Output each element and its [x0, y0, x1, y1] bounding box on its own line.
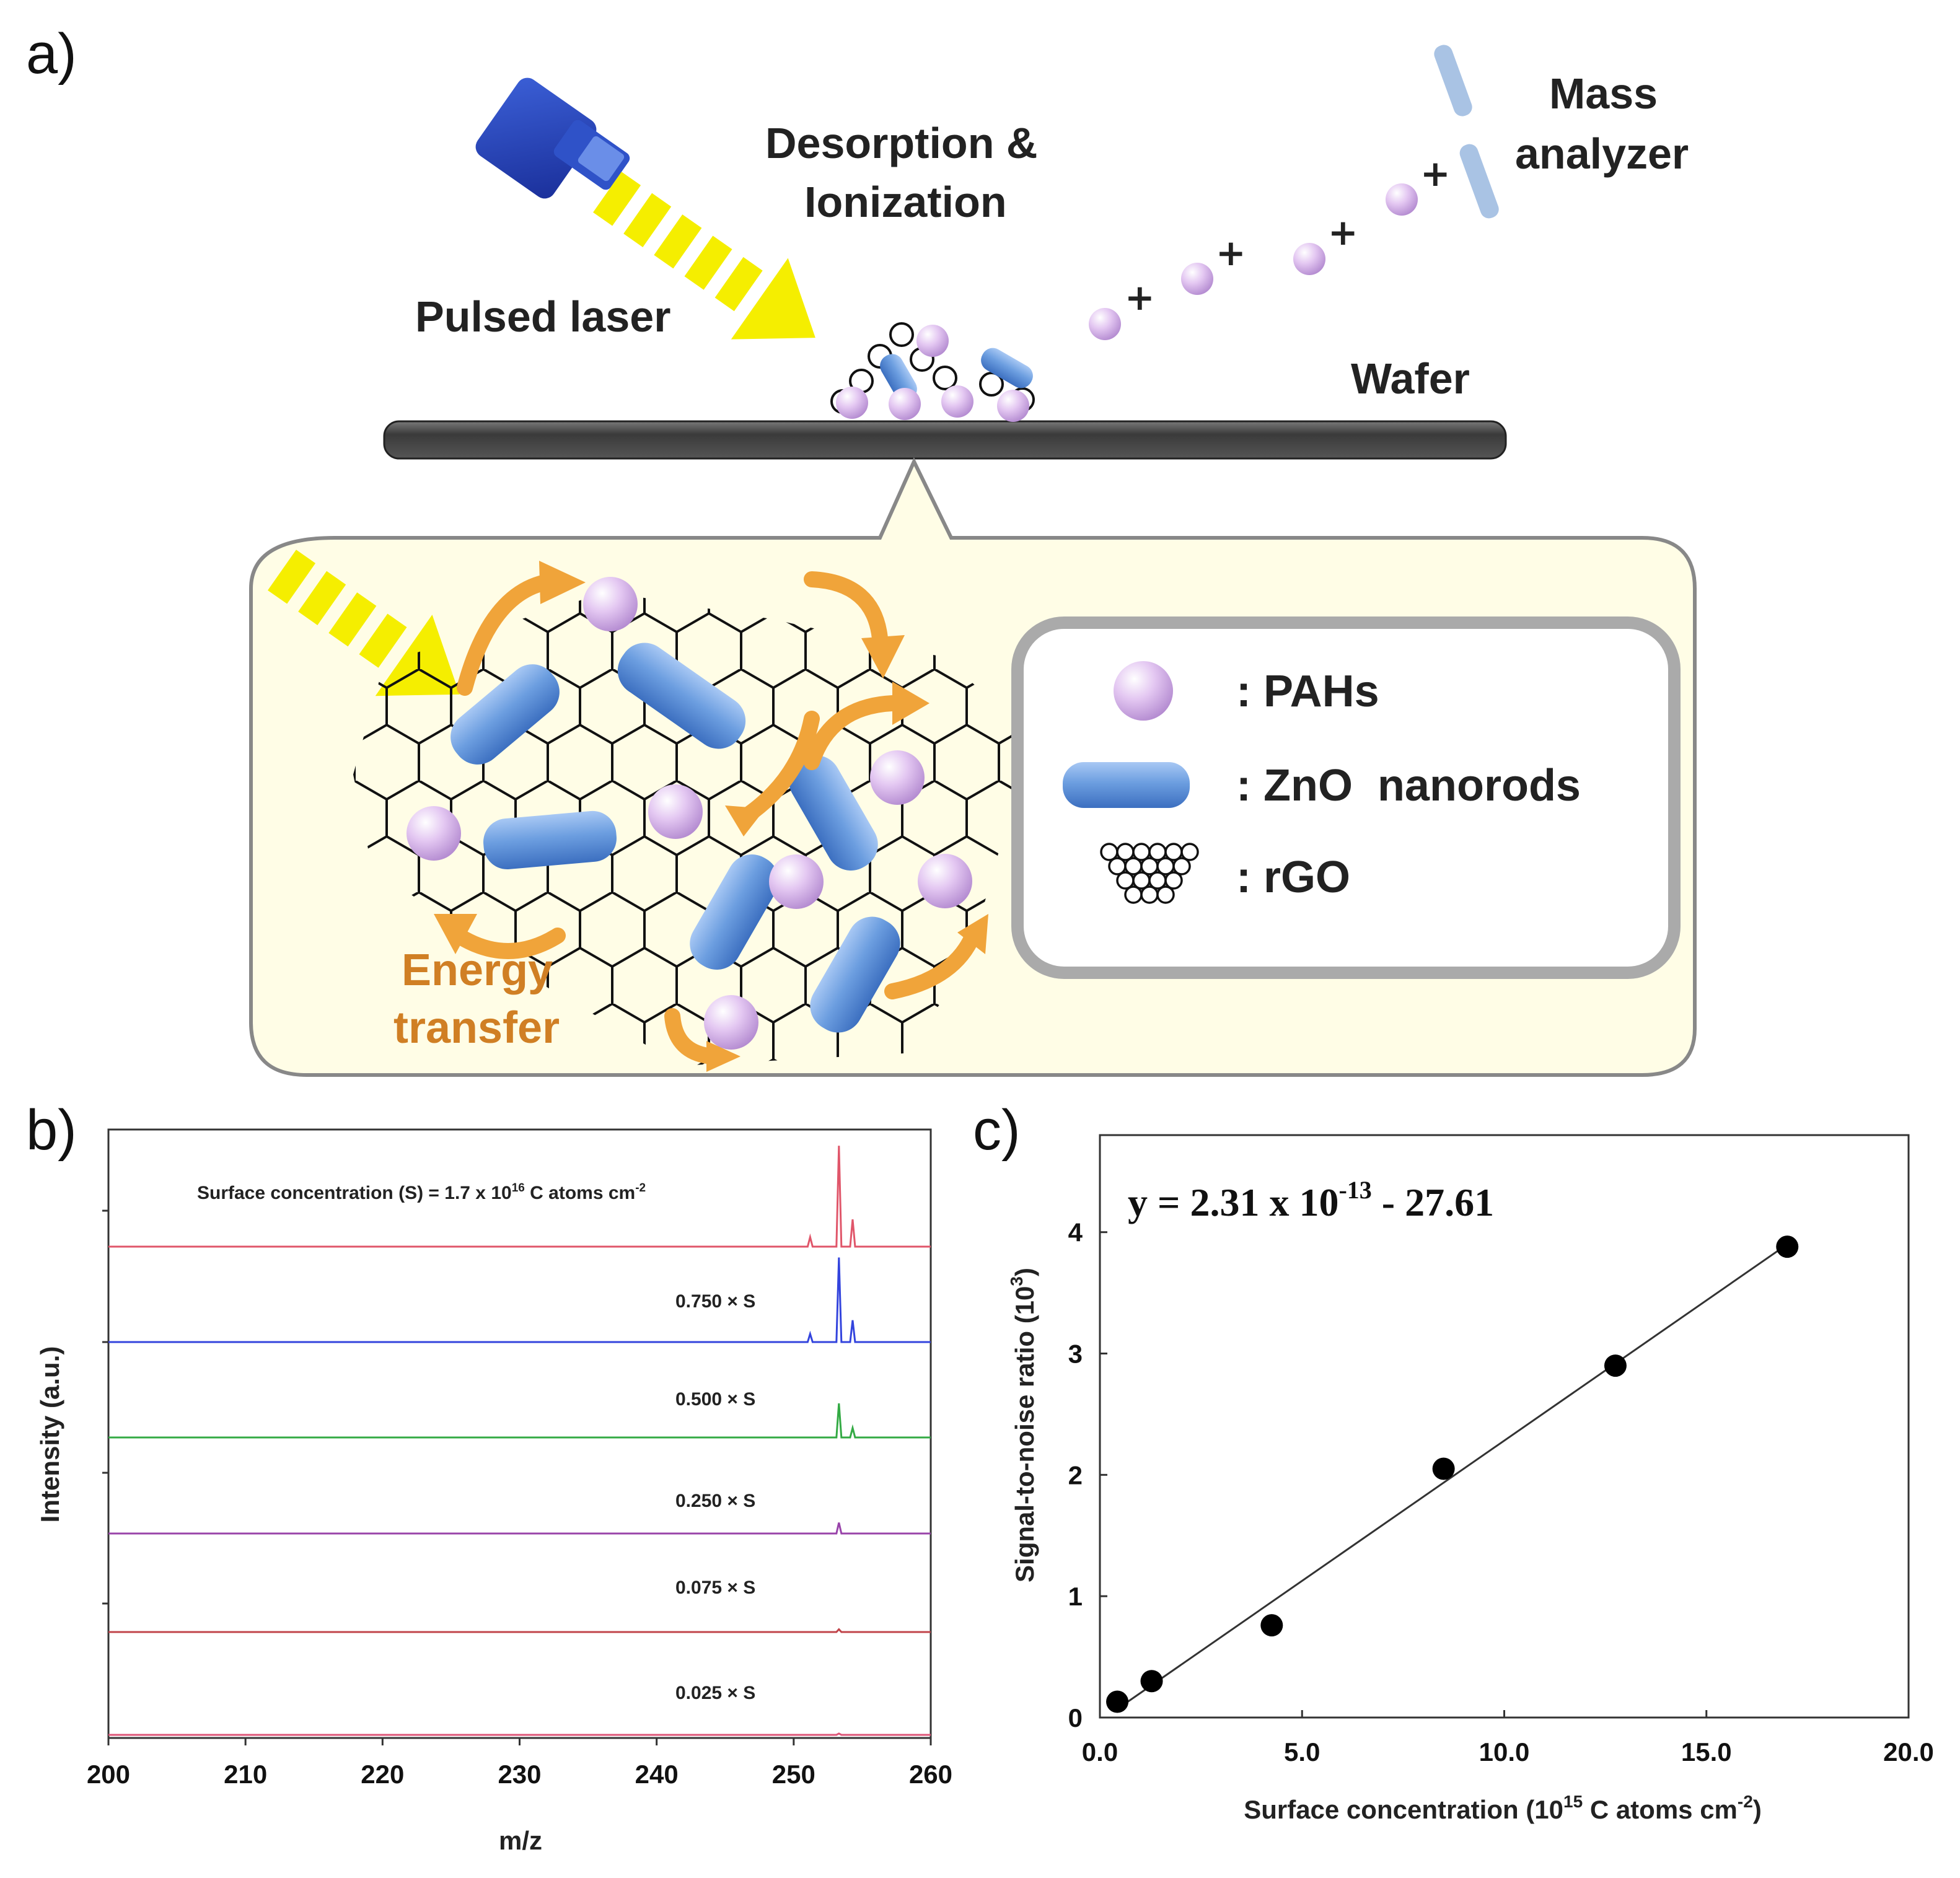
legend-box: : PAHs : ZnO nanorods : rGO: [1011, 616, 1681, 979]
pah-sphere-icon: [1114, 661, 1173, 721]
spectrum-label: 0.025 × S: [675, 1683, 755, 1703]
spectra-labels: Surface concentration (S) = 1.7 x 1016 C…: [197, 1182, 755, 1703]
x-tick-label: 210: [224, 1760, 267, 1789]
data-point: [1432, 1457, 1455, 1480]
x-tick-label: 220: [361, 1760, 404, 1789]
energy-label: Energy: [402, 946, 553, 995]
spectra-y-label: Intensity (a.u.): [35, 1346, 64, 1523]
pulsed-laser-label: Pulsed laser: [415, 292, 670, 341]
x-tick-label: 10.0: [1479, 1737, 1530, 1766]
ion-charge: +: [1420, 152, 1451, 195]
y-tick-label: 0: [1068, 1703, 1083, 1732]
spectra-y-ticks: [102, 1209, 108, 1605]
ion-charge: +: [1216, 232, 1246, 274]
spectra-plot: [108, 1146, 931, 1736]
panel-a-label: a): [26, 22, 77, 86]
spectrum-frame: [107, 1128, 932, 1739]
x-tick-label: 5.0: [1284, 1737, 1320, 1766]
pah-molecules: [407, 577, 972, 1050]
y-tick-label: 4: [1068, 1218, 1083, 1247]
legend-zno-text: : ZnO nanorods: [1236, 761, 1581, 810]
spectrum-label: Surface concentration (S) = 1.7 x 1016 C…: [197, 1182, 646, 1203]
x-tick-label: 260: [909, 1760, 952, 1789]
spectrum-line: [108, 1403, 931, 1439]
sn-plot: [1106, 1235, 1799, 1713]
fit-line: [1117, 1244, 1788, 1710]
x-tick-label: 200: [87, 1760, 130, 1789]
legend-pahs-text: : PAHs: [1236, 667, 1379, 716]
x-tick-label: 20.0: [1883, 1737, 1934, 1766]
data-point: [1106, 1690, 1129, 1713]
data-point: [1260, 1614, 1283, 1637]
ion-trail: [1089, 183, 1418, 340]
data-point: [1604, 1354, 1627, 1377]
sn-axes: 0.0 5.0 10.0 15.0 20.0 0 1 2 3 4: [1068, 1218, 1934, 1766]
data-point: [1776, 1235, 1799, 1258]
spectrum-line: [108, 1732, 931, 1736]
x-tick-label: 230: [498, 1760, 541, 1789]
transfer-label: transfer: [393, 1003, 560, 1053]
legend-rgo-text: : rGO: [1236, 853, 1350, 902]
spectrum-line: [108, 1146, 931, 1248]
ion-charge: +: [1125, 276, 1155, 318]
y-tick-label: 2: [1068, 1460, 1083, 1490]
panel-b-label: b): [26, 1099, 77, 1162]
fit-equation: y = 2.31 x 10-13 - 27.61: [1128, 1176, 1494, 1224]
x-tick-label: 240: [635, 1760, 679, 1789]
ion-charge: +: [1328, 211, 1358, 253]
rgo-icon: [1100, 843, 1199, 904]
y-tick-label: 1: [1068, 1582, 1083, 1611]
spectrum-label: 0.750 × S: [675, 1291, 755, 1312]
spectra-x-label: m/z: [499, 1826, 542, 1855]
sn-y-label: Signal-to-noise ratio (103): [1007, 1268, 1039, 1582]
sample-pile: [830, 322, 1035, 422]
mass-label: Mass: [1549, 69, 1658, 118]
sn-x-label: Surface concentration (1015 C atoms cm-2…: [1244, 1792, 1762, 1824]
data-point: [1140, 1670, 1163, 1693]
spectrum-line: [108, 1628, 931, 1633]
arrow-heads: [434, 561, 988, 1072]
wafer-plate: [383, 420, 1507, 460]
zno-nanorods: [450, 643, 900, 1033]
x-tick-label: 0.0: [1082, 1737, 1118, 1766]
panel-c-label: c): [973, 1099, 1021, 1162]
desorption-label: Desorption &: [765, 119, 1037, 167]
x-tick-label: 250: [772, 1760, 815, 1789]
analyzer-label: analyzer: [1515, 129, 1689, 178]
wafer-label: Wafer: [1351, 354, 1470, 403]
spectrum-label: 0.075 × S: [675, 1577, 755, 1598]
spectrum-line: [108, 1257, 931, 1343]
spectrum-label: 0.250 × S: [675, 1491, 755, 1511]
spectra-x-axis: 200 210 220 230 240 250 260: [87, 1738, 952, 1789]
y-tick-label: 3: [1068, 1340, 1083, 1369]
laser-beam-icon: [593, 172, 815, 340]
ionization-label: Ionization: [804, 178, 1007, 226]
spectrum-label: 0.500 × S: [675, 1389, 755, 1410]
pulsed-laser-icon: [475, 77, 630, 199]
spectrum-line: [108, 1522, 931, 1535]
mass-analyzer-icon: [1434, 45, 1499, 219]
x-tick-label: 15.0: [1681, 1737, 1732, 1766]
zno-nanorod-icon: [1063, 762, 1190, 808]
